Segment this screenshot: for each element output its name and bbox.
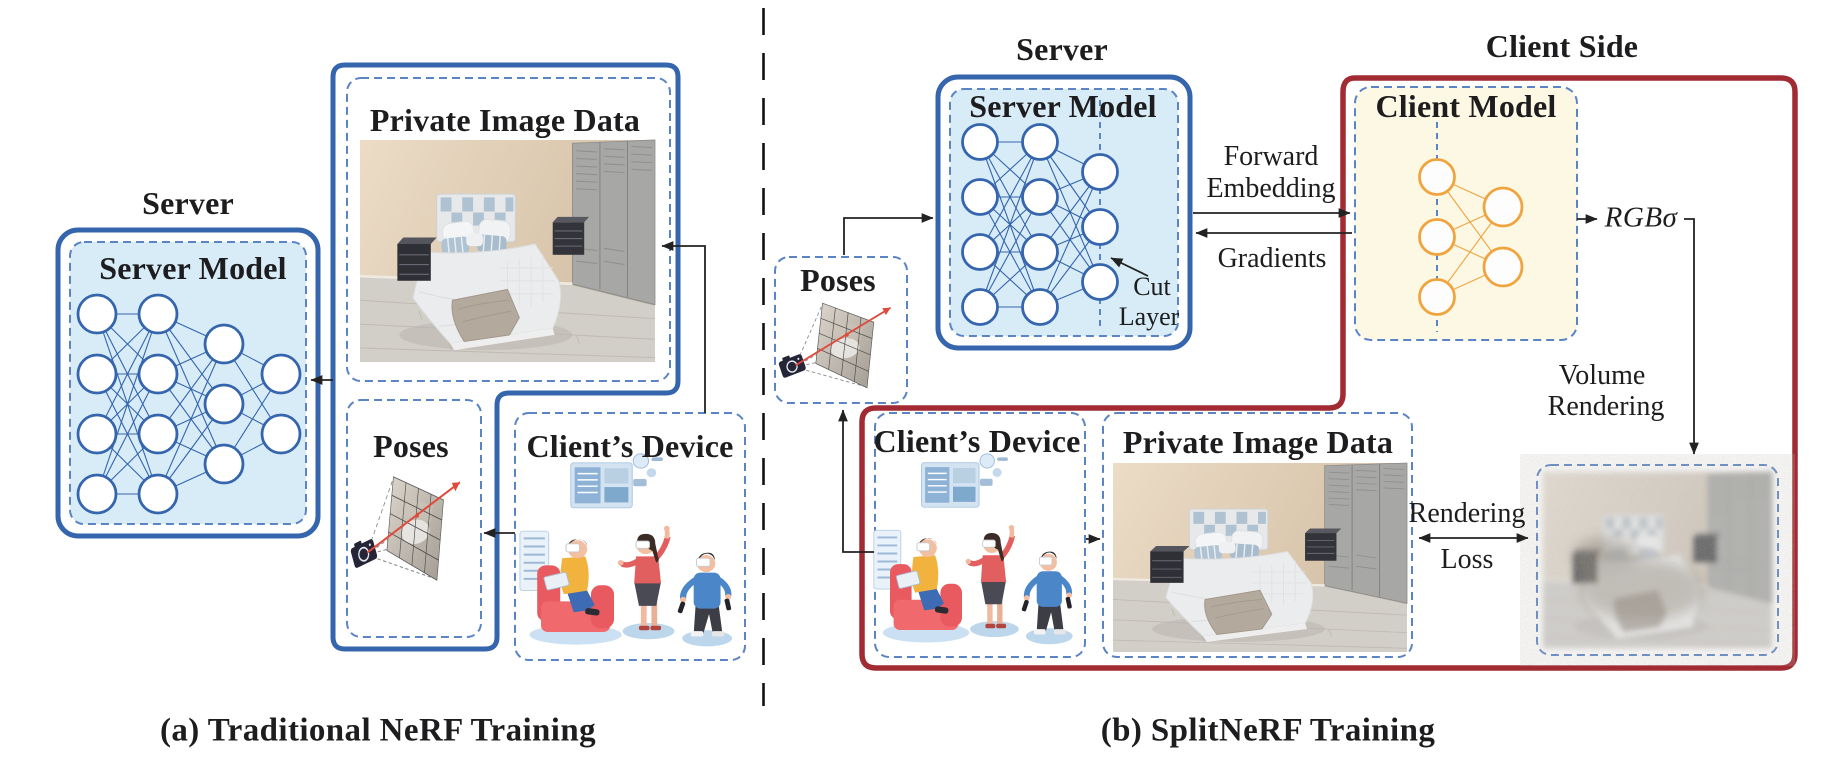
cut-layer-label-line2: Layer xyxy=(1118,302,1180,331)
private-image-label-a: Private Image Data xyxy=(369,102,641,138)
arrow-device-to-image-a xyxy=(661,241,706,413)
arrow-cut-layer-pointer xyxy=(1110,257,1149,277)
client-side-title: Client Side xyxy=(1485,28,1639,64)
server-model-label-a: Server Model xyxy=(99,250,287,286)
rgb-sigma-label: RGBσ xyxy=(1604,201,1678,234)
flow-arrows xyxy=(310,208,1699,553)
client-network xyxy=(1418,158,1524,316)
loss-label-line2: Loss xyxy=(1440,544,1494,575)
panel-b-server-model-box xyxy=(949,88,1179,337)
arrow-device-to-poses-b xyxy=(838,409,874,553)
caption-b: (b) SplitNeRF Training xyxy=(1100,712,1436,749)
server-title-b: Server xyxy=(1016,31,1108,67)
server-model-label-b: Server Model xyxy=(969,88,1157,124)
arrow-volume-rendering xyxy=(1684,218,1699,455)
poses-label-b: Poses xyxy=(800,262,876,298)
private-image-photo-b xyxy=(1111,461,1409,654)
server-network-a xyxy=(76,293,302,515)
server-network-b xyxy=(961,123,1119,326)
loss-label-line1: Rendering xyxy=(1408,498,1526,529)
gradients-label: Gradients xyxy=(1217,243,1327,274)
client-device-label-a: Client’s Device xyxy=(526,428,734,464)
volume-label-line2: Rendering xyxy=(1547,391,1665,422)
cut-layer-label-line1: Cut xyxy=(1133,272,1171,301)
forward-label-line2: Embedding xyxy=(1206,173,1336,204)
caption-a: (a) Traditional NeRF Training xyxy=(159,712,597,749)
client-device-label-b: Client’s Device xyxy=(873,423,1081,459)
arrow-poses-to-server-b xyxy=(843,213,934,255)
volume-label-line1: Volume xyxy=(1558,360,1646,391)
private-image-label-b: Private Image Data xyxy=(1122,424,1394,460)
client-model-label: Client Model xyxy=(1375,88,1557,124)
server-title-a: Server xyxy=(142,185,234,221)
forward-label-line1: Forward xyxy=(1223,141,1319,172)
poses-label-a: Poses xyxy=(373,428,449,464)
private-image-photo-a xyxy=(358,138,657,364)
render-noise-overlay xyxy=(1543,472,1772,648)
panel-b-client-model-box xyxy=(1354,86,1578,341)
